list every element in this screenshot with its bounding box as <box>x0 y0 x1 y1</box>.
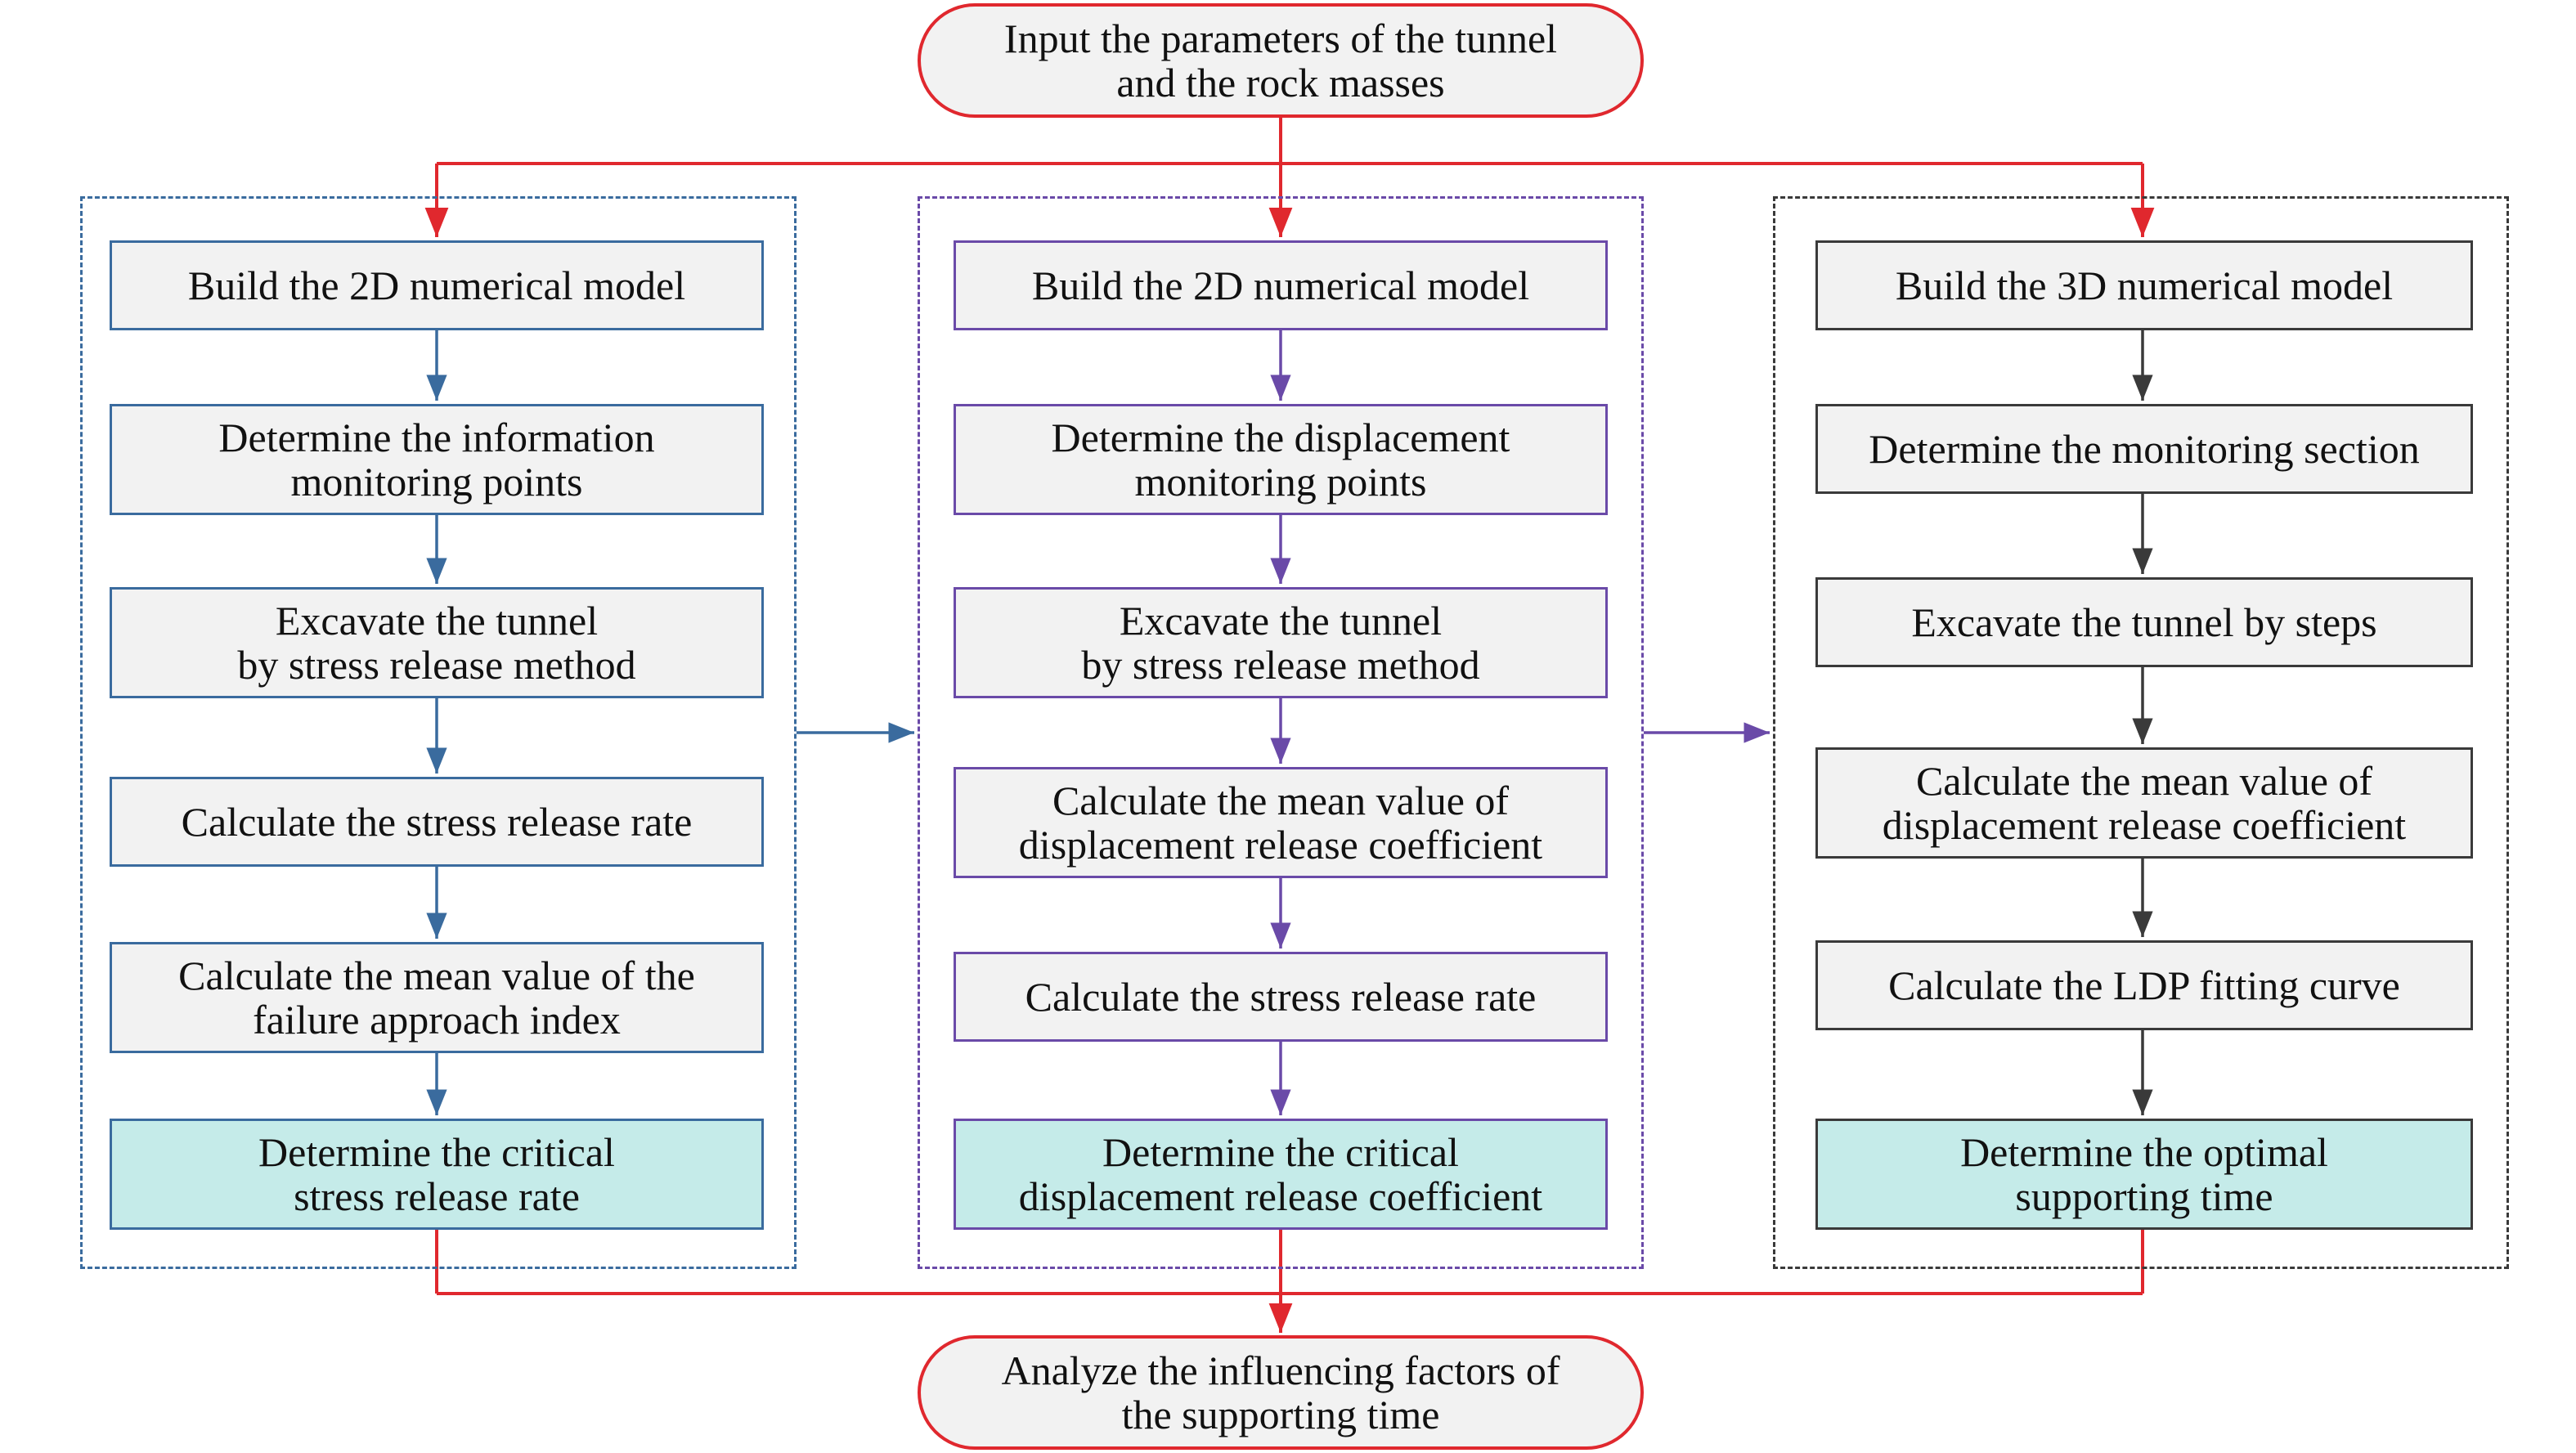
c1-excavate-tunnel-box: Excavate the tunnel by stress release me… <box>110 587 764 698</box>
c2-displacement-release-coefficient-box: Calculate the mean value of displacement… <box>954 767 1608 878</box>
c1-build-2d-model-box: Build the 2D numerical model <box>110 240 764 330</box>
c3-optimal-supporting-time-box: Determine the optimal supporting time <box>1815 1119 2473 1230</box>
c3-ldp-fitting-curve-box: Calculate the LDP fitting curve <box>1815 940 2473 1030</box>
c3-build-3d-model-box: Build the 3D numerical model <box>1815 240 2473 330</box>
c1-info-monitoring-points-box: Determine the information monitoring poi… <box>110 404 764 515</box>
column1-group-frame <box>80 196 797 1269</box>
c3-monitoring-section-box: Determine the monitoring section <box>1815 404 2473 494</box>
c2-excavate-tunnel-box: Excavate the tunnel by stress release me… <box>954 587 1608 698</box>
start-terminal: Input the parameters of the tunnel and t… <box>918 3 1644 118</box>
c1-failure-approach-index-box: Calculate the mean value of the failure … <box>110 942 764 1053</box>
c2-critical-displacement-coefficient-box: Determine the critical displacement rele… <box>954 1119 1608 1230</box>
c2-stress-release-rate-box: Calculate the stress release rate <box>954 952 1608 1042</box>
c3-displacement-release-coefficient-box: Calculate the mean value of displacement… <box>1815 747 2473 859</box>
c1-critical-stress-release-rate-box: Determine the critical stress release ra… <box>110 1119 764 1230</box>
c1-stress-release-rate-box: Calculate the stress release rate <box>110 777 764 867</box>
c3-excavate-by-steps-box: Excavate the tunnel by steps <box>1815 577 2473 667</box>
column2-group-frame <box>918 196 1644 1269</box>
end-terminal: Analyze the influencing factors of the s… <box>918 1335 1644 1450</box>
c2-build-2d-model-box: Build the 2D numerical model <box>954 240 1608 330</box>
c2-displacement-monitoring-points-box: Determine the displacement monitoring po… <box>954 404 1608 515</box>
column3-group-frame <box>1773 196 2509 1269</box>
